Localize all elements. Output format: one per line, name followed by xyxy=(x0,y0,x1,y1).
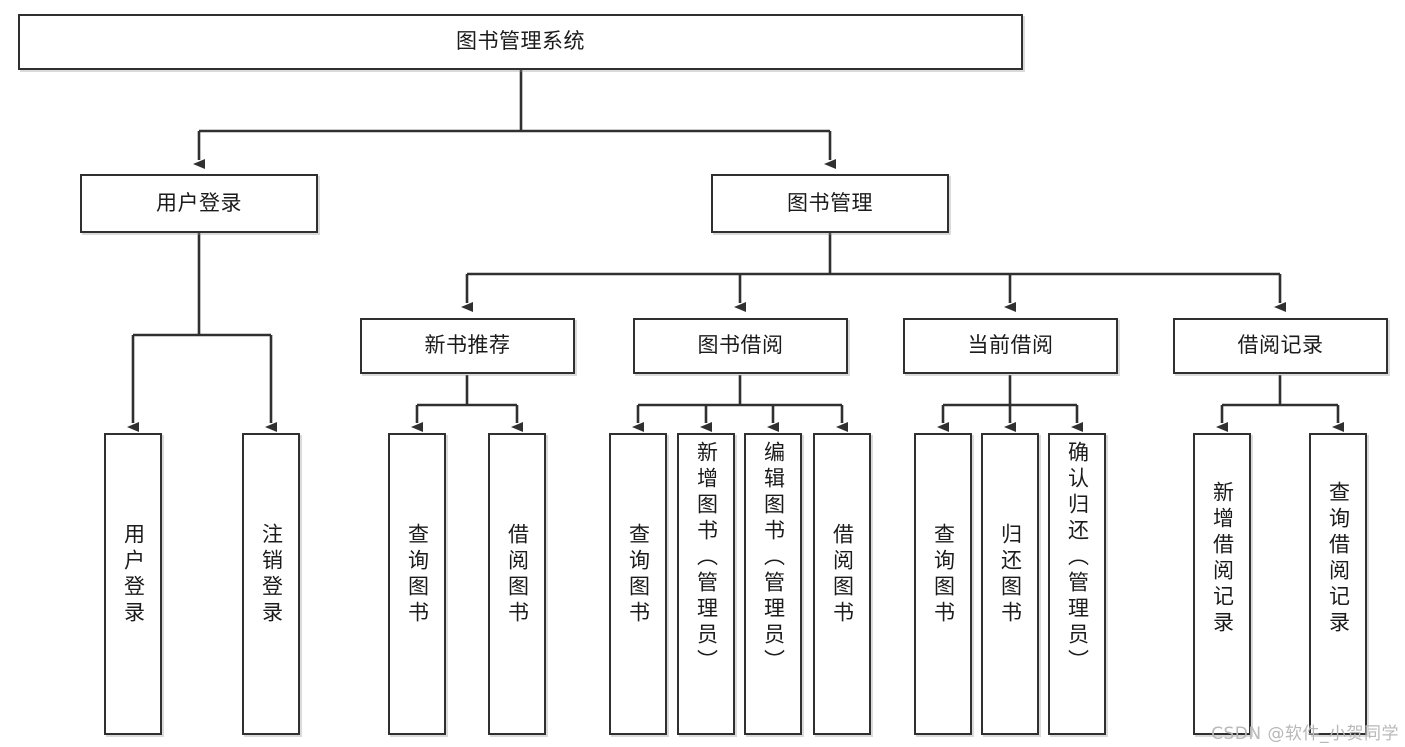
node-root[interactable]: 图书管理系统 xyxy=(18,14,1023,70)
leaf-add-record[interactable]: 新增借阅记录 xyxy=(1193,433,1251,735)
leaf-borrow-book-2-label: 借阅图书 xyxy=(830,523,855,627)
leaf-query-book-1[interactable]: 查询图书 xyxy=(388,433,446,735)
leaf-logout[interactable]: 注销登录 xyxy=(242,433,300,735)
node-current-borrow[interactable]: 当前借阅 xyxy=(903,318,1118,374)
leaf-return-book[interactable]: 归还图书 xyxy=(981,433,1039,735)
node-borrow-record[interactable]: 借阅记录 xyxy=(1173,318,1388,374)
leaf-add-book-label: 新增图书（管理员） xyxy=(694,441,719,675)
node-new-book-recommend-label: 新书推荐 xyxy=(424,333,511,358)
leaf-query-record-label: 查询借阅记录 xyxy=(1326,481,1351,637)
node-new-book-recommend[interactable]: 新书推荐 xyxy=(360,318,575,374)
leaf-query-book-3[interactable]: 查询图书 xyxy=(914,433,972,735)
leaf-add-record-label: 新增借阅记录 xyxy=(1210,481,1235,637)
node-book-manage[interactable]: 图书管理 xyxy=(711,174,949,233)
watermark: CSDN @软件_小贺同学 xyxy=(1211,724,1399,744)
leaf-edit-book[interactable]: 编辑图书（管理员） xyxy=(744,433,802,735)
leaf-confirm-return-label: 确认归还（管理员） xyxy=(1065,441,1090,675)
node-current-borrow-label: 当前借阅 xyxy=(967,333,1054,358)
leaf-query-book-2[interactable]: 查询图书 xyxy=(609,433,667,735)
node-book-borrow[interactable]: 图书借阅 xyxy=(633,318,848,374)
leaf-confirm-return[interactable]: 确认归还（管理员） xyxy=(1048,433,1106,735)
node-root-label: 图书管理系统 xyxy=(456,29,585,54)
leaf-edit-book-label: 编辑图书（管理员） xyxy=(761,441,786,675)
leaf-return-book-label: 归还图书 xyxy=(998,523,1023,627)
node-book-manage-label: 图书管理 xyxy=(787,190,873,215)
node-user-login-label: 用户登录 xyxy=(156,190,242,215)
node-borrow-record-label: 借阅记录 xyxy=(1237,333,1324,358)
leaf-add-book[interactable]: 新增图书（管理员） xyxy=(677,433,735,735)
leaf-query-book-1-label: 查询图书 xyxy=(405,523,430,627)
leaf-query-book-3-label: 查询图书 xyxy=(931,523,956,627)
leaf-user-login[interactable]: 用户登录 xyxy=(104,433,162,735)
leaf-user-login-label: 用户登录 xyxy=(121,523,146,627)
leaf-query-record[interactable]: 查询借阅记录 xyxy=(1309,433,1367,735)
leaf-query-book-2-label: 查询图书 xyxy=(626,523,651,627)
leaf-borrow-book-1-label: 借阅图书 xyxy=(505,523,530,627)
node-book-borrow-label: 图书借阅 xyxy=(697,333,784,358)
leaf-logout-label: 注销登录 xyxy=(259,523,284,627)
node-user-login[interactable]: 用户登录 xyxy=(80,174,318,233)
leaf-borrow-book-2[interactable]: 借阅图书 xyxy=(813,433,871,735)
leaf-borrow-book-1[interactable]: 借阅图书 xyxy=(488,433,546,735)
